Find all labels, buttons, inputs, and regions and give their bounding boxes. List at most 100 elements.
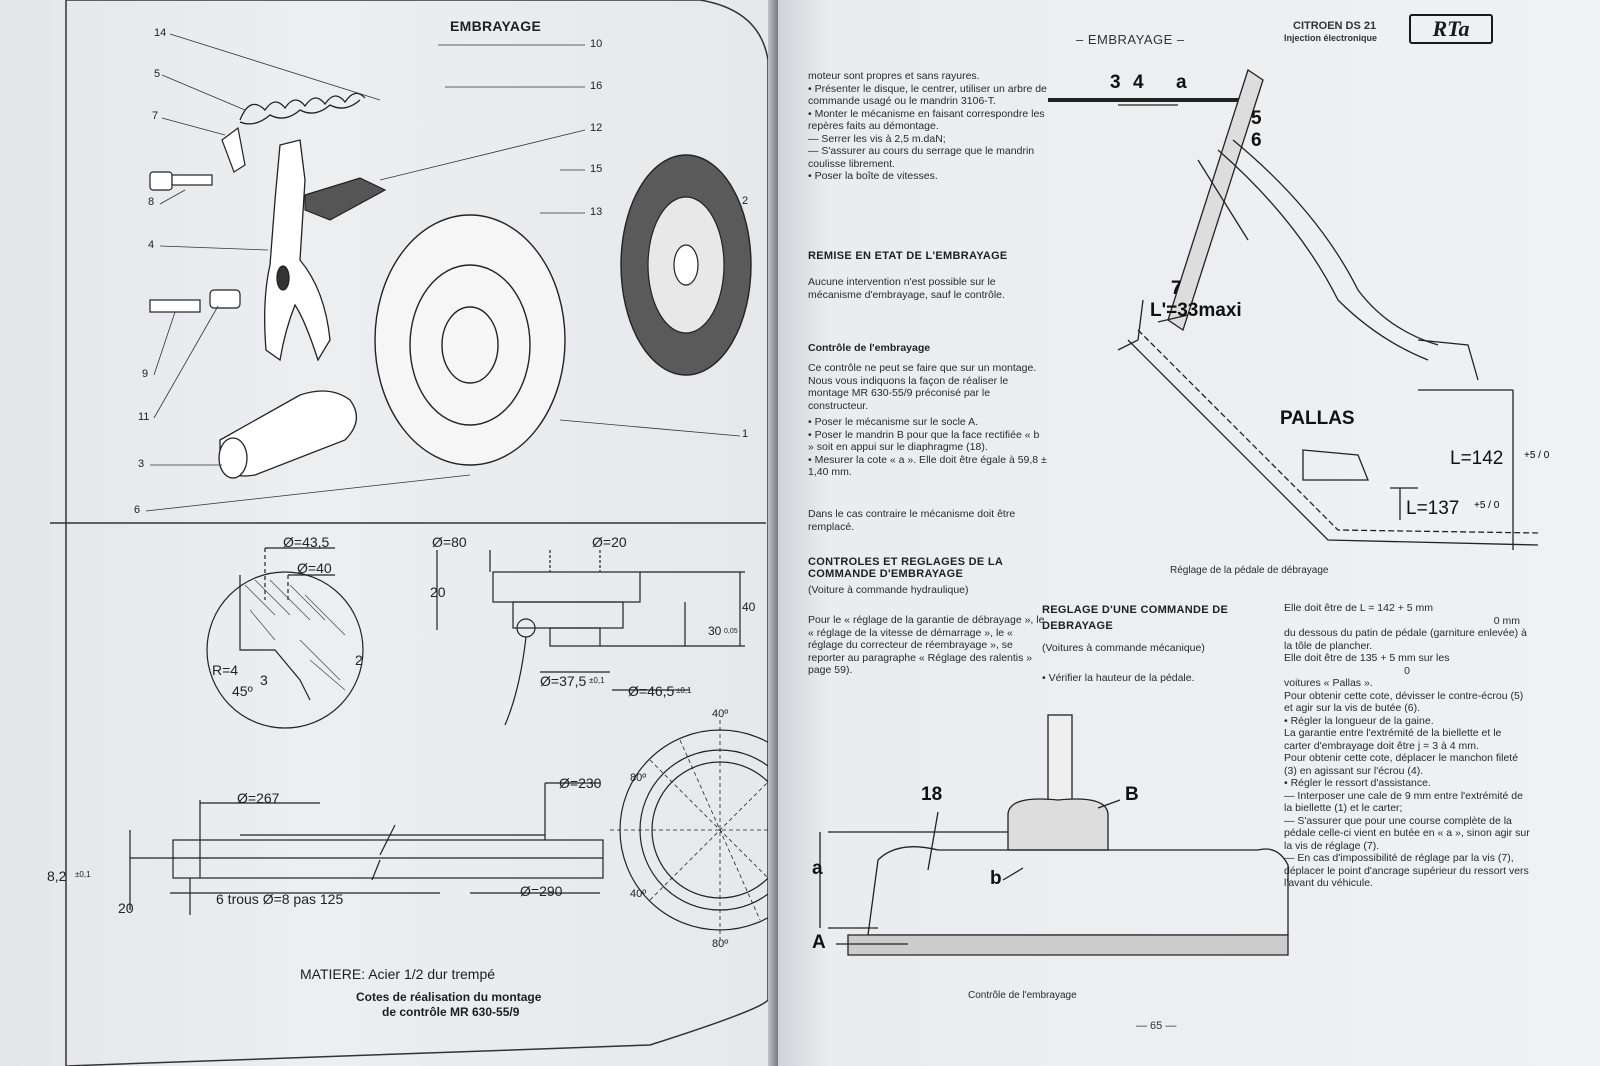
dim-height-20: 20 (430, 584, 446, 600)
left-page: EMBRAYAGE 14 5 7 8 4 9 11 3 6 10 16 12 1… (0, 0, 780, 1066)
pedal-label-a: a (1176, 72, 1187, 93)
gauge-label-A: A (812, 932, 826, 953)
part-label-7: 7 (152, 110, 159, 122)
part-label-5: 5 (154, 68, 161, 80)
drawing-caption-line2: de contrôle MR 630-55/9 (382, 1005, 520, 1019)
spring-part (239, 92, 366, 125)
bullet-gaine: • Régler la longueur de la gaine. (1284, 714, 1434, 727)
text-manchon: Pour obtenir cette cote, déplacer le man… (1284, 752, 1519, 777)
list-item: • Mesurer la cote « a ». Elle doit être … (808, 453, 1047, 479)
part-label-10: 10 (590, 38, 603, 50)
dim-diameter-230: Ø=230 (559, 775, 602, 791)
pedal-label-7: 7 (1171, 278, 1182, 299)
pedal-diagram (1048, 68, 1539, 550)
plate-top-view (610, 720, 780, 940)
friction-disc-part (620, 154, 752, 376)
bullet-verify-pedal: • Vérifier la hauteur de la pédale. (1042, 672, 1195, 684)
dim-tolerance-005: 0,05 (724, 628, 738, 635)
intro-line: moteur sont propres et sans rayures. (808, 70, 980, 82)
text-contre-ecrou: Pour obtenir cette cote, dévisser le con… (1284, 689, 1524, 715)
dim-diameter-20: Ø=20 (592, 534, 627, 550)
rta-logo: RTa (1409, 14, 1493, 44)
pedal-label-3: 3 (1110, 72, 1121, 93)
list-item: — Serrer les vis à 2,5 m.daN; (808, 132, 946, 145)
pedal-pallas-label: PALLAS (1280, 408, 1355, 429)
part-label-2: 2 (742, 195, 749, 207)
heading-controle: Contrôle de l'embrayage (808, 342, 931, 354)
part-label-15: 15 (590, 163, 603, 175)
list-item: • Poser le mandrin B pour que la face re… (808, 428, 1040, 454)
pad-part (304, 177, 387, 221)
header-subtitle: Injection électronique (1284, 33, 1378, 43)
right-header-title: – EMBRAYAGE – (1076, 32, 1185, 47)
pedal-label-6: 6 (1251, 130, 1262, 151)
frame-outline (65, 0, 769, 1066)
bullet-ressort: • Régler le ressort d'assistance. (1284, 777, 1431, 789)
part-label-8: 8 (148, 196, 155, 208)
paragraph-pour: Pour le « réglage de la garantie de débr… (808, 614, 1045, 676)
heading-remise: REMISE EN ETAT DE L'EMBRAYAGE (808, 250, 1008, 262)
part-label-12: 12 (590, 122, 603, 134)
right-page: – EMBRAYAGE – CITROEN DS 21 Injection él… (778, 0, 1600, 1066)
text-pallas: voitures « Pallas ». (1284, 677, 1373, 689)
dim-diameter-80: Ø=80 (432, 534, 467, 550)
dim-tolerance-8-2: ±0,1 (75, 870, 91, 879)
stud-part (149, 299, 201, 313)
text-column-1: moteur sont propres et sans rayures. • P… (808, 70, 1048, 183)
part-label-14: 14 (154, 27, 167, 39)
part-label-6: 6 (134, 504, 141, 516)
list-item: • Présenter le disque, le centrer, utili… (808, 82, 1047, 108)
dim-thickness-8-2: 8,2 (47, 868, 67, 884)
hatch-lines (244, 579, 346, 691)
drawing-caption-line1: Cotes de réalisation du montage (356, 990, 542, 1004)
dim-angle-80-bottom: 80º (712, 938, 729, 950)
heading-reglage-commande: REGLAGE D'UNE COMMANDE DE DEBRAYAGE (1042, 604, 1229, 632)
gauge-diagram (819, 714, 1289, 956)
part-label-4: 4 (148, 239, 155, 251)
gauge-label-B: B (1125, 784, 1139, 805)
left-page-drawings (50, 0, 780, 1066)
pedal-tolerance-137: +5 / 0 (1474, 500, 1500, 511)
dash-item-cale: — Interposer une cale de 9 mm entre l'ex… (1284, 789, 1523, 815)
list-item: • Poser la boîte de vitesses. (808, 170, 938, 182)
dim-width-20: 20 (118, 900, 134, 916)
pedal-label-5: 5 (1251, 108, 1262, 129)
dim-diameter-290: Ø=290 (520, 883, 563, 899)
bolt-part (149, 171, 213, 191)
pedal-length-142: L=142 (1450, 448, 1504, 469)
lever-part (221, 126, 246, 173)
left-title: EMBRAYAGE (450, 18, 542, 34)
header-model: CITROEN DS 21 (1293, 20, 1377, 32)
pedal-caption: Réglage de la pédale de débrayage (1170, 565, 1329, 576)
dim-holes-spec: 6 trous Ø=8 pas 125 (216, 891, 344, 907)
material-note: MATIERE: Acier 1/2 dur trempé (300, 966, 496, 982)
pedal-label-4: 4 (1133, 72, 1144, 93)
subheading-hydraulic: (Voiture à commande hydraulique) (808, 584, 969, 596)
dim-diameter-37-5: Ø=37,5 (540, 673, 587, 689)
part-label-9: 9 (142, 368, 149, 380)
callout-leaders (145, 33, 741, 512)
gauge-caption: Contrôle de l'embrayage (968, 990, 1077, 1001)
part-label-1: 1 (742, 428, 749, 440)
clutch-cover-part (374, 214, 566, 466)
dim-diameter-46-5: Ø=46,5 (628, 683, 675, 699)
text-pallas-height: Elle doit être de 135 + 5 mm sur les (1284, 652, 1450, 664)
text-pedal-height: Elle doit être de L = 142 + 5 mm (1284, 602, 1434, 614)
gauge-label-18: 18 (921, 784, 943, 805)
page-number: — 65 — (1136, 1020, 1177, 1032)
dim-height-40: 40 (742, 600, 756, 614)
dim-radius-4: R=4 (212, 662, 239, 678)
dim-label-3: 3 (260, 672, 268, 688)
dim-tolerance-46-5: ±0,1 (676, 686, 692, 695)
release-fork-part (264, 139, 331, 362)
dim-angle-40-top: 40º (712, 708, 729, 720)
dim-label-2: 2 (355, 652, 363, 668)
part-label-16: 16 (590, 80, 603, 92)
pedal-max-length: L'=33maxi (1150, 300, 1242, 321)
part-label-11: 11 (138, 411, 150, 423)
bullet-list-2: • Poser le mécanisme sur le socle A. • P… (808, 416, 1048, 479)
heading-controles-reglages: CONTROLES ET REGLAGES DE LA COMMANDE D'E… (808, 556, 1003, 580)
dim-angle-80-left: 80º (630, 772, 647, 784)
text-pallas-tolerance: 0 (1404, 664, 1410, 677)
dim-angle-40-bottom: 40º (630, 888, 647, 900)
